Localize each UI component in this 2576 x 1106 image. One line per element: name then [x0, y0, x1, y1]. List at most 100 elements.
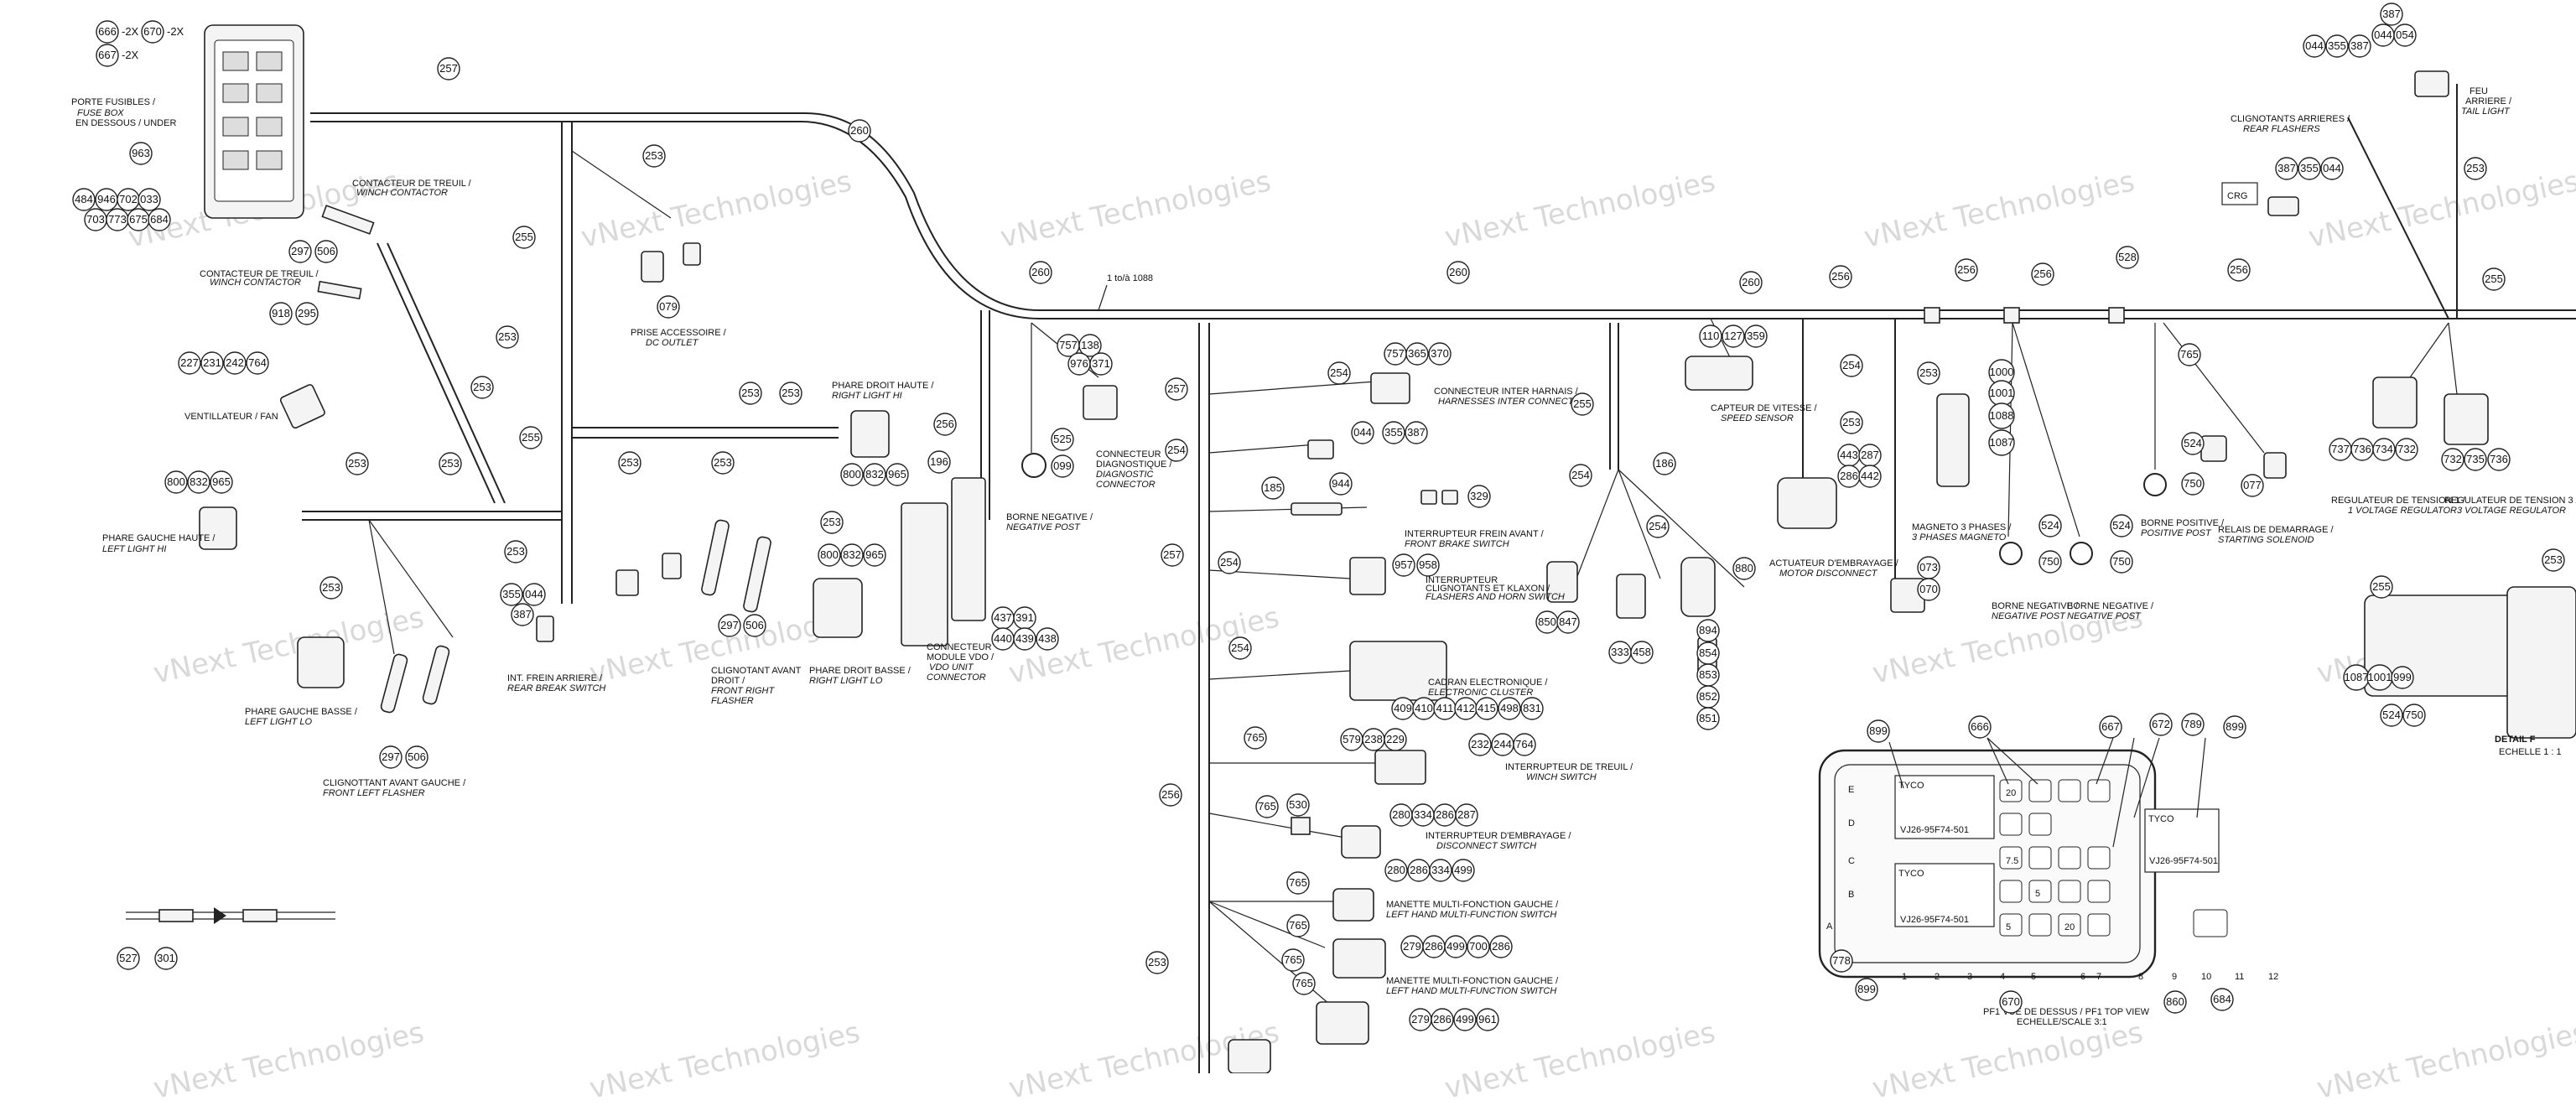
label-diagnostic: DIAGNOSTIC [1096, 470, 1154, 480]
col-label: 3 [1967, 972, 1972, 982]
callout-bubble [2380, 3, 2403, 26]
callout-number: 286 [1410, 864, 1428, 876]
callout-number: 899 [1869, 724, 1888, 737]
callout-number: 253 [645, 149, 663, 162]
callout-number: 530 [1289, 798, 1307, 811]
wiring-diagram: E D C B A TYCO TYCO TYCO VJ26-95F74-501 … [71, 3, 2576, 1073]
callout-number: 957 [1394, 558, 1413, 571]
callout-bubble [739, 382, 762, 405]
callout-bubble [405, 745, 428, 769]
callout-number: 255 [2485, 273, 2503, 285]
labels: 1 to/à 1088 PORTE FUSIBLES / FUSE BOX EN… [71, 86, 2576, 1027]
callout-number: 443 [1840, 449, 1858, 461]
callout-number: 287 [1457, 808, 1476, 821]
callout-bubble [1988, 402, 2015, 429]
callout-bubble [840, 543, 864, 567]
callout-bubble [1858, 465, 1882, 488]
label-neg-post-2: NEGATIVE POST [1992, 611, 2066, 621]
row-label: C [1848, 856, 1855, 866]
callout-number: 054 [2396, 29, 2414, 41]
callout-bubble [1327, 361, 1351, 385]
label-dc-outlet: DC OUTLET [646, 338, 699, 348]
row-label: A [1826, 922, 1833, 932]
callout-number: 684 [150, 213, 169, 226]
relay-code: VJ26-95F74-501 [1900, 915, 1969, 925]
branch-multi-3 [1208, 901, 1343, 1015]
callout-bubble [437, 57, 460, 80]
callout-bubble [319, 576, 343, 600]
callout-bubble [1917, 361, 1940, 385]
callout-number: 703 [86, 213, 105, 226]
callout-number: 499 [1454, 864, 1472, 876]
callout-number: 255 [522, 431, 540, 444]
callout-bubble [2372, 438, 2396, 461]
callout: 666 [98, 25, 117, 38]
callout-bubble [2464, 157, 2487, 180]
callout-bubble [1855, 978, 1878, 1001]
fuse-value: 5 [2035, 889, 2040, 899]
callout-bubble [504, 540, 527, 563]
label-neg-post-3: BORNE NEGATIVE / [2067, 601, 2154, 611]
callout-bubble [314, 240, 338, 263]
callout-bubble [2099, 715, 2122, 739]
callout-bubble [2181, 713, 2205, 736]
callout-number: 387 [2382, 8, 2401, 20]
col-label: 11 [2235, 972, 2244, 982]
branch-fan [377, 242, 496, 504]
label-right-lo: RIGHT LIGHT LO [809, 676, 883, 686]
callout-number: 253 [782, 387, 800, 399]
callout-number: 524 [2382, 709, 2401, 721]
callout-bubble [1218, 551, 1241, 574]
callout-number: 185 [1264, 481, 1282, 494]
callout-number: 110 [1702, 330, 1720, 342]
callout-number: 484 [75, 193, 93, 205]
label-front-left-flasher: FRONT LEFT FLASHER [323, 788, 425, 798]
callout-bubble [269, 302, 293, 325]
callout-bubble [2038, 550, 2062, 574]
callout-bubble [148, 208, 171, 231]
label-neg-post-2: BORNE NEGATIVE / [1992, 601, 2079, 611]
callout-bubble [2178, 343, 2201, 366]
branch-vreg3 [2448, 322, 2458, 395]
label-harness-inter: HARNESSES INTER CONNECT [1438, 397, 1575, 407]
callout-bubble [2149, 713, 2173, 736]
callout-number: 033 [140, 193, 158, 205]
callout-bubble [2241, 474, 2264, 497]
callout-bubble [138, 188, 161, 211]
callout-number: 244 [1493, 738, 1512, 750]
callout-bubble [1489, 935, 1513, 958]
callout-number: 253 [823, 516, 841, 528]
callout-number: 260 [850, 124, 869, 137]
callout-bubble [1513, 733, 1536, 756]
callout-number: 242 [226, 356, 244, 369]
callout-bubble [2370, 575, 2393, 599]
label-vdo: CONNECTEUR [927, 642, 992, 652]
callout-bubble [642, 144, 666, 168]
callout-number: 334 [1431, 864, 1450, 876]
callout-bubble [657, 295, 680, 319]
label-right-lo: PHARE DROIT BASSE / [809, 666, 911, 676]
callout-bubble [288, 240, 312, 263]
label-speed-sensor: CAPTEUR DE VITESSE / [1711, 403, 1817, 413]
callout-bubble [129, 142, 153, 165]
callout-bubble [848, 119, 871, 143]
callout-number: 286 [1492, 940, 1510, 953]
label-pf1-view: ECHELLE/SCALE 3:1 [2017, 1017, 2107, 1027]
label-rear-brake: INT. FREIN ARRIERE / [507, 673, 603, 683]
callout-number: 1088 [1990, 409, 2014, 422]
callout-bubble [1405, 421, 1428, 444]
branch-333 [1618, 469, 1661, 579]
callout-number: 297 [720, 619, 739, 631]
callout-number: 231 [203, 356, 221, 369]
callout-number: 524 [2184, 437, 2202, 449]
callout-bubble [223, 351, 247, 375]
callout-number: 253 [322, 581, 340, 594]
label-speed-sensor: SPEED SENSOR [1721, 413, 1794, 423]
callout-number: 387 [1407, 426, 1426, 439]
callout-number: 736 [2490, 453, 2508, 465]
callout-number: 387 [513, 608, 532, 621]
col-label: 4 [2000, 972, 2005, 982]
callout-number: 702 [119, 193, 138, 205]
callout-bubble [1159, 783, 1182, 807]
callout-bubble [1571, 392, 1594, 416]
